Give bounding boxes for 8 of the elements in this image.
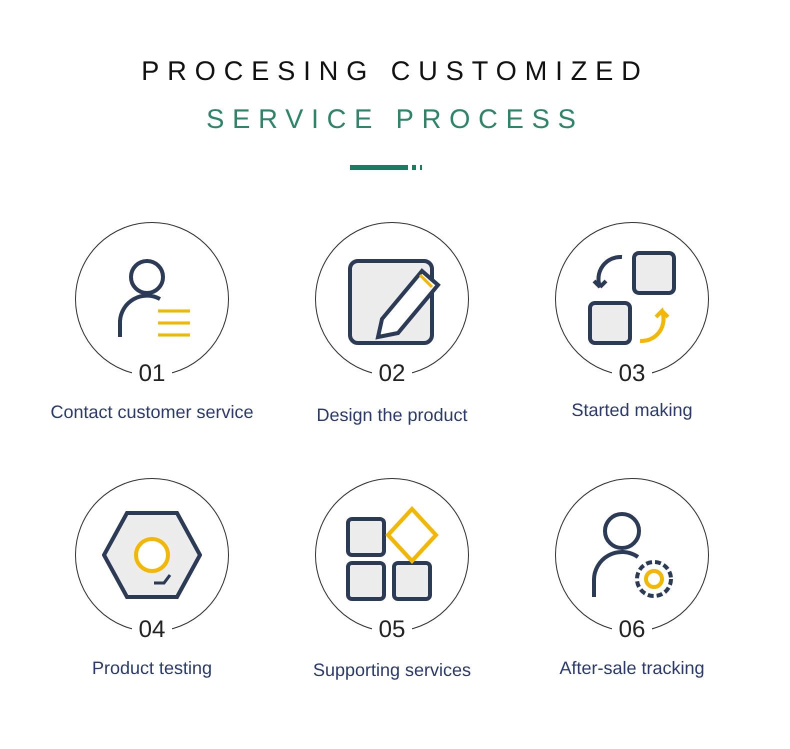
step-caption: Design the product	[315, 405, 469, 426]
step-caption: Started making	[570, 400, 694, 421]
step-caption: Contact customer service	[49, 402, 255, 423]
step-caption: Product testing	[90, 658, 214, 679]
step-caption: After-sale tracking	[558, 658, 706, 679]
title: PROCESING CUSTOMIZED	[140, 56, 650, 87]
step-caption: Supporting services	[312, 660, 472, 681]
subtitle: SERVICE PROCESS	[205, 104, 585, 135]
